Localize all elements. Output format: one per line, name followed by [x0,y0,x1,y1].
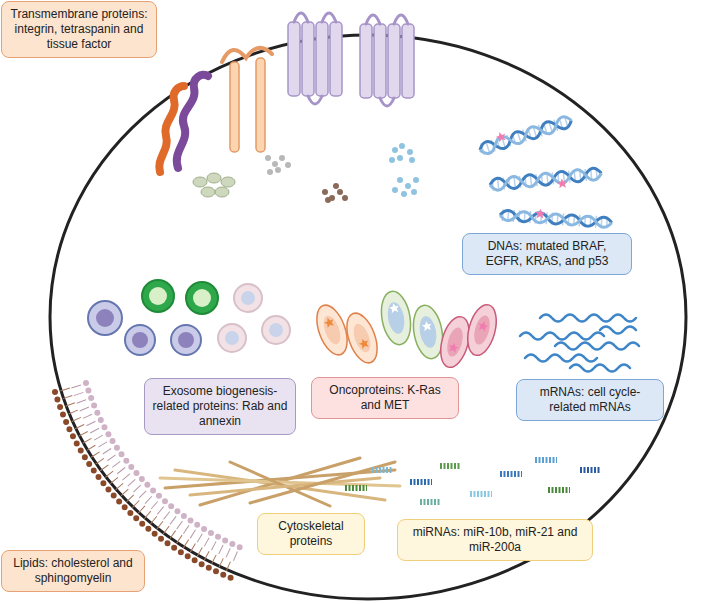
label-box: mRNAs: cell cycle-related mRNAs [516,379,664,421]
mrna-strands [520,315,639,372]
label-box: DNAs: mutated BRAF, EGFR, KRAS, and p53 [462,233,632,275]
label-box: Cytoskeletal proteins [257,513,365,555]
box-label: DNAs: mutated BRAF, EGFR, KRAS, and p53 [469,239,625,269]
box-label: mRNAs: cell cycle-related mRNAs [523,385,657,415]
exosome-membrane [50,35,686,599]
mirna-fragments [345,460,600,502]
box-label: Transmembrane proteins: integrin, tetras… [8,7,150,52]
box-label: Cytoskeletal proteins [264,519,358,549]
dna-helices [477,110,613,228]
label-box: Lipids: cholesterol and sphingomyelin [1,550,145,592]
label-box: miRNAs: miR-10b, miR-21 and miR-200a [397,519,593,561]
box-label: Exosome biogenesis-related proteins: Rab… [151,384,289,429]
label-box: Exosome biogenesis-related proteins: Rab… [144,378,296,435]
cells [88,280,290,355]
box-label: Oncoproteins: K-Ras and MET [318,383,452,413]
label-box: Oncoproteins: K-Ras and MET [311,377,459,419]
vesicle-contents [193,143,419,203]
box-label: Lipids: cholesterol and sphingomyelin [8,556,138,586]
box-label: miRNAs: miR-10b, miR-21 and miR-200a [404,525,586,555]
label-box: Transmembrane proteins: integrin, tetras… [1,1,157,58]
cytoskeletal-fibres [160,458,400,506]
oncoprotein-vesicles [311,289,501,370]
transmembrane-proteins [159,13,414,172]
